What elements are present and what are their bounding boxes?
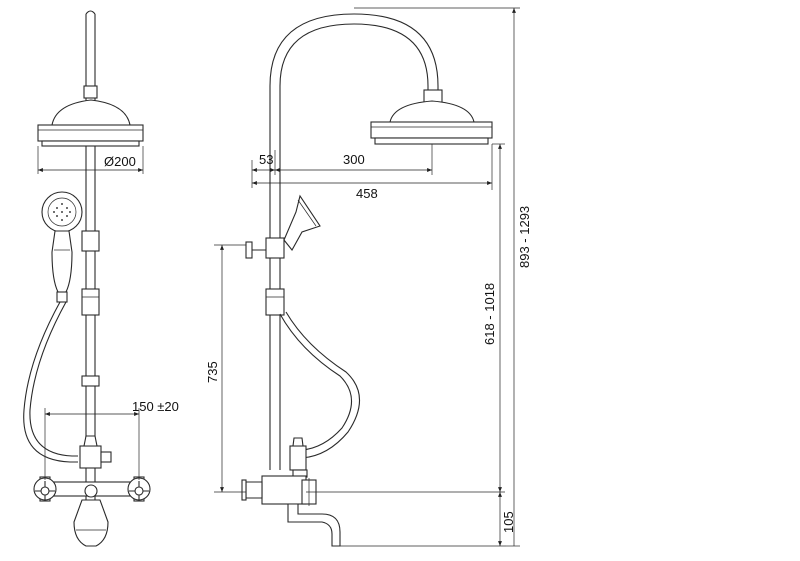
dim-head-diameter: Ø200 [104,154,136,169]
front-right-cross-handle [129,481,149,501]
side-slider-lower [265,288,285,316]
front-slider-lower [81,288,100,316]
dim-column-offset: 53 [259,152,273,167]
side-arched-riser [269,13,439,470]
front-head-cap [83,85,98,99]
front-riser-pipe [85,10,96,500]
side-mixer-body [261,475,307,505]
dim-head-height-range: 618 - 1018 [482,283,497,345]
front-hand-shower-handle [51,230,73,293]
side-slider-upper [265,237,285,259]
front-shower-hose [23,301,78,463]
dim-arm-reach: 300 [343,152,365,167]
side-shower-head-rim [370,121,493,139]
dim-total-reach: 458 [356,186,378,201]
front-diverter [79,445,102,469]
dim-handle-height: 735 [205,361,220,383]
front-shower-head [51,99,131,126]
side-view: 53 300 458 735 618 - 1018 893 - 1293 105 [205,7,532,547]
front-center-knob [84,484,98,498]
front-left-cross-handle [35,481,55,501]
front-shower-head-rim [37,124,144,142]
side-hand-shower [283,194,321,251]
front-slider-upper [81,230,100,252]
dim-total-height-range: 893 - 1293 [517,206,532,268]
side-shower-head [389,100,475,123]
front-bath-spout [73,499,109,547]
side-bath-spout [287,503,341,547]
dim-spout-height: 105 [501,511,516,533]
dim-mixer-spacing: 150 ±20 [132,399,179,414]
side-shower-hose [279,313,353,451]
front-view: Ø200 150 ±20 [23,10,179,547]
side-diverter [289,445,307,471]
